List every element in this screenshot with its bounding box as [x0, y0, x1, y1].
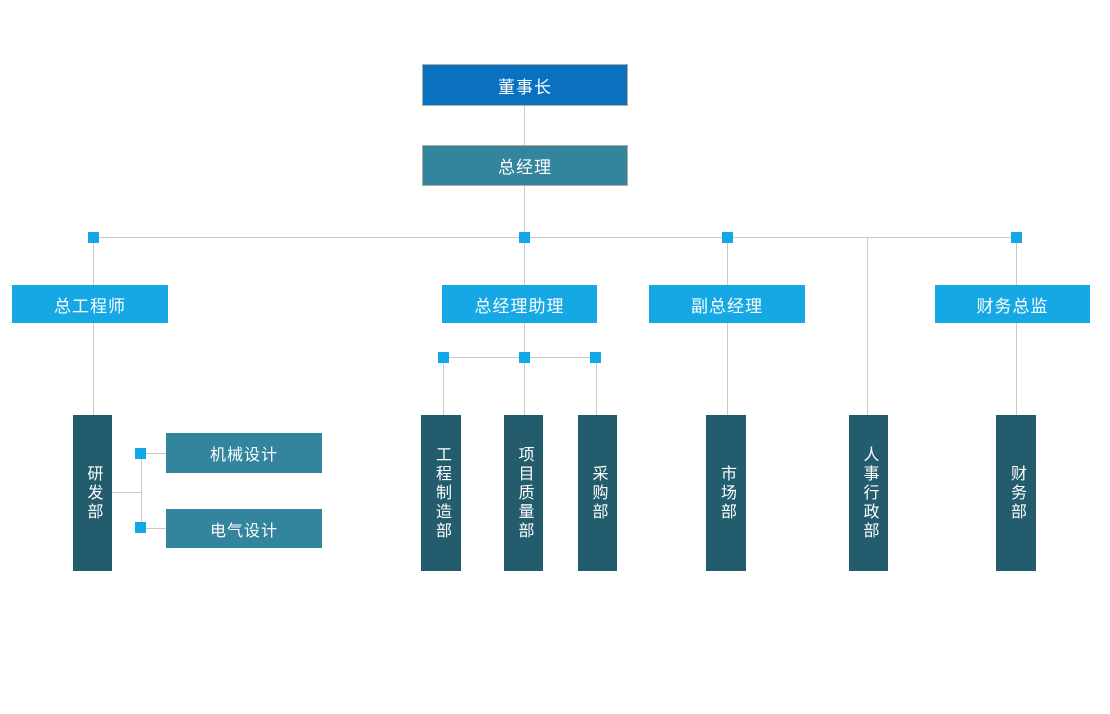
connection-handle-main-left[interactable] [88, 232, 99, 243]
connector-deputy-gm-branch [727, 238, 728, 415]
node-marketing-dept[interactable]: 市场部 [706, 415, 746, 571]
node-finance-director-label: 财务总监 [976, 296, 1049, 316]
node-chief-engineer[interactable]: 总工程师 [12, 285, 168, 323]
node-engineering-mfg-dept-label: 工程制造部 [433, 445, 450, 541]
node-deputy-gm-label: 副总经理 [691, 296, 763, 316]
node-deputy-gm[interactable]: 副总经理 [649, 285, 805, 323]
connection-handle-main-right[interactable] [1011, 232, 1022, 243]
node-chairman-label: 董事长 [498, 77, 552, 97]
node-procurement-dept[interactable]: 采购部 [578, 415, 617, 571]
node-project-quality-dept[interactable]: 项目质量部 [504, 415, 543, 571]
node-chairman[interactable]: 董事长 [422, 64, 628, 106]
node-electrical-design[interactable]: 电气设计 [166, 509, 322, 548]
connector-chairman-gm [524, 105, 525, 146]
node-mechanical-design[interactable]: 机械设计 [166, 433, 322, 473]
node-rd-dept-label: 研发部 [84, 464, 102, 522]
node-gm-assistant[interactable]: 总经理助理 [442, 285, 597, 323]
connection-handle-main-deputy[interactable] [722, 232, 733, 243]
node-finance-director[interactable]: 财务总监 [935, 285, 1090, 323]
node-marketing-dept-label: 市场部 [718, 464, 735, 522]
connector-rd-vertical [141, 453, 142, 528]
node-electrical-design-label: 电气设计 [209, 522, 278, 540]
connection-handle-electrical[interactable] [135, 522, 146, 533]
node-chief-engineer-label: 总工程师 [54, 296, 126, 316]
connector-finance-director-branch [1016, 238, 1017, 415]
node-gm-assistant-label: 总经理助理 [474, 296, 565, 316]
node-general-manager[interactable]: 总经理 [422, 145, 628, 186]
connector-procurement-drop [596, 357, 597, 415]
node-project-quality-dept-label: 项目质量部 [515, 445, 533, 541]
connector-engineering-mfg-drop [443, 357, 444, 415]
node-hr-admin-dept-label: 人事行政部 [860, 445, 878, 541]
node-hr-admin-dept[interactable]: 人事行政部 [849, 415, 888, 571]
node-engineering-mfg-dept[interactable]: 工程制造部 [421, 415, 461, 571]
node-finance-dept-label: 财务部 [1008, 464, 1025, 522]
connection-handle-mechanical[interactable] [135, 448, 146, 459]
connector-rd-stub [112, 492, 141, 493]
connector-electrical-stub [141, 528, 166, 529]
connector-mechanical-stub [141, 453, 166, 454]
connector-hr-admin-branch [867, 238, 868, 415]
node-rd-dept[interactable]: 研发部 [73, 415, 112, 571]
connection-handle-assistant-center[interactable] [519, 352, 530, 363]
connection-handle-main-center[interactable] [519, 232, 530, 243]
connection-handle-assistant-right[interactable] [590, 352, 601, 363]
connector-chief-engineer-branch [93, 238, 94, 415]
node-finance-dept[interactable]: 财务部 [996, 415, 1036, 571]
node-procurement-dept-label: 采购部 [589, 464, 607, 522]
connector-main-horizontal [93, 237, 1017, 238]
connection-handle-assistant-left[interactable] [438, 352, 449, 363]
node-mechanical-design-label: 机械设计 [209, 447, 278, 464]
node-general-manager-label: 总经理 [498, 158, 552, 177]
connector-gm-assistant-down [524, 323, 525, 415]
